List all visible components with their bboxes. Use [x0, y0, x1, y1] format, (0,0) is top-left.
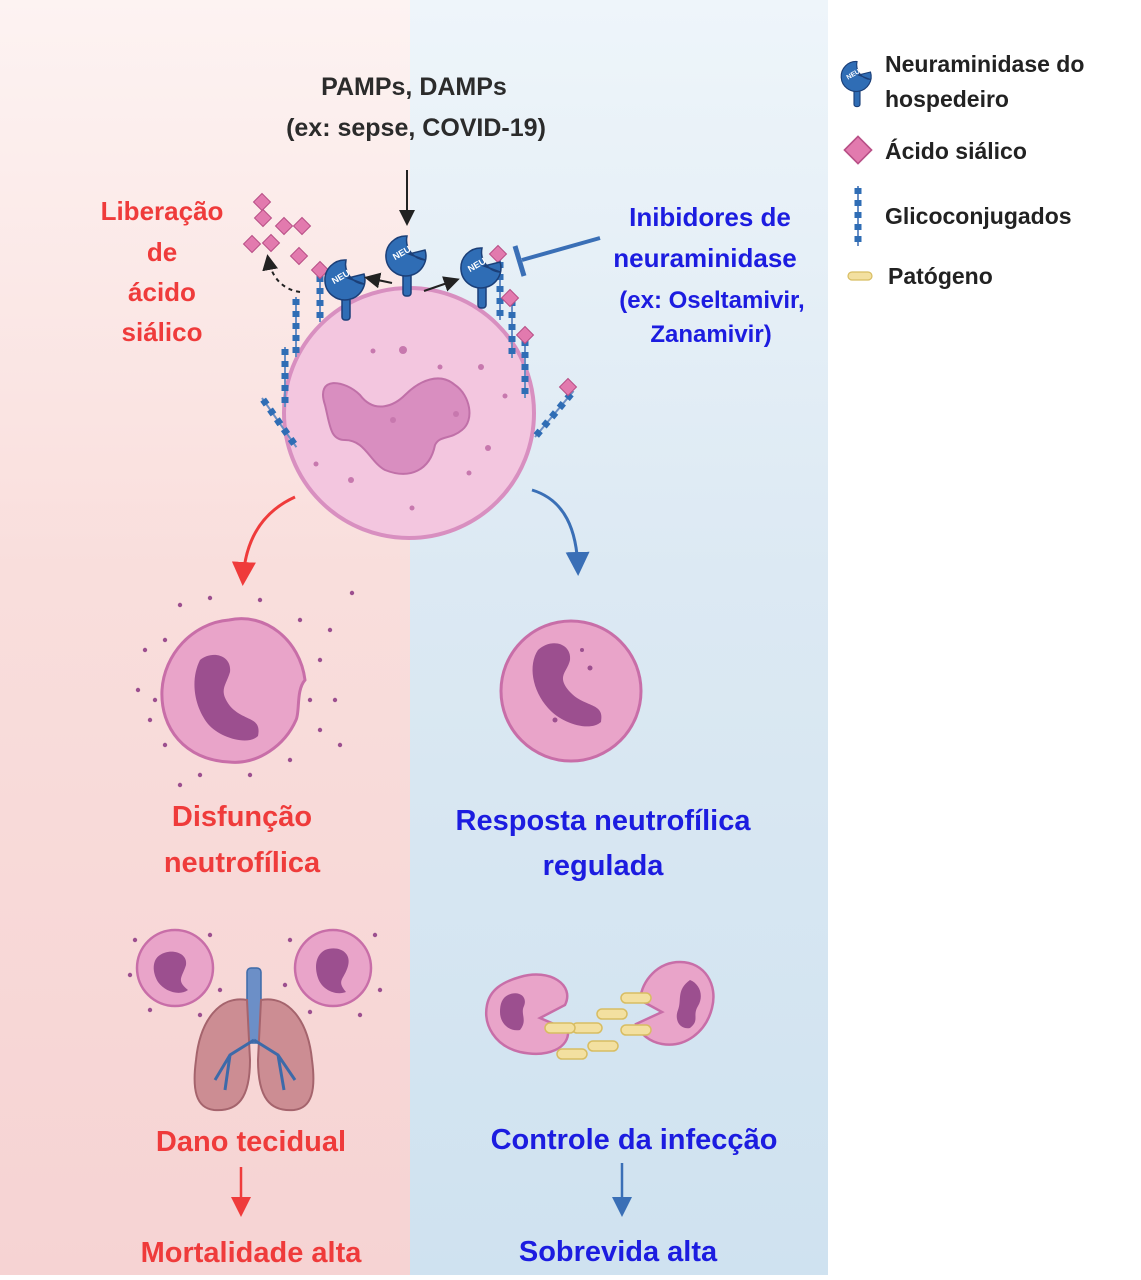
- sialic-acid-released: [290, 247, 308, 265]
- pathogen: [571, 1022, 603, 1034]
- inhibitors-line-4: Zanamivir): [650, 321, 771, 348]
- legend-neuraminidase-line-1: Neuraminidase do: [885, 51, 1084, 77]
- glycoconjugate: [507, 297, 517, 359]
- release-line-1: Liberação: [101, 196, 224, 226]
- legend: NEU Neuraminidase do hospedeiro Ácido si…: [840, 51, 1084, 289]
- inhibitors-line-2: neuraminidase: [613, 243, 797, 273]
- dysfunctional-neutrophil: [135, 590, 355, 788]
- neuraminidase-enzyme: NEU: [460, 247, 502, 309]
- dysfunction-label: Disfunção neutrofílica: [164, 801, 321, 879]
- regulated-line-2: regulada: [543, 850, 665, 882]
- sialic-acid-attached: [559, 378, 577, 396]
- glycoconjugate: [531, 387, 578, 441]
- sialic-acid-released: [254, 209, 272, 227]
- phagocytosing-neutrophil: [634, 960, 715, 1046]
- release-line-2: de: [147, 237, 177, 267]
- legend-neuraminidase-icon: NEU: [840, 60, 872, 108]
- sialic-acid-attached: [501, 289, 519, 307]
- sialic-acid-attached: [489, 245, 507, 263]
- pathogen: [620, 992, 652, 1004]
- regulated-response-label: Resposta neutrofílica regulada: [456, 805, 752, 882]
- sialic-acid-attached: [516, 326, 534, 344]
- inhibitors-line-3: (ex: Oseltamivir,: [619, 287, 804, 314]
- tissue-damage-label: Dano tecidual: [156, 1126, 346, 1158]
- phagocytosing-neutrophil: [485, 973, 570, 1055]
- glycoconjugate: [280, 346, 290, 408]
- inhibitors-label: Inibidores de neuraminidase (ex: Oseltam…: [613, 202, 804, 348]
- right-branch-arrow: [531, 488, 590, 576]
- neuraminidase-enzyme: NEU: [324, 259, 366, 321]
- sialic-acid-released: [243, 235, 261, 253]
- trigger-line-2: (ex: sepse, COVID-19): [286, 114, 546, 142]
- release-line-3: ácido: [128, 277, 196, 307]
- regulated-neutrophil: [499, 619, 643, 763]
- legend-glycoconjugates: Glicoconjugados: [885, 203, 1072, 229]
- sialic-acid-released: [293, 217, 311, 235]
- legend-pathogen-icon: [847, 271, 873, 281]
- left-branch-arrow: [231, 495, 296, 586]
- damaged-neutrophil: [127, 928, 223, 1018]
- top-neutrophil: [282, 286, 536, 540]
- high-survival-label: Sobrevida alta: [519, 1236, 718, 1268]
- damaged-neutrophil: [282, 928, 383, 1018]
- inhibitors-line-1: Inibidores de: [629, 202, 791, 232]
- pathogen: [596, 1008, 628, 1020]
- pathogen: [587, 1040, 619, 1052]
- release-label: Liberação de ácido siálico: [101, 196, 224, 347]
- activation-arrow: [364, 272, 393, 289]
- glycoconjugate: [520, 337, 530, 399]
- trigger-line-1: PAMPs, DAMPs: [321, 73, 507, 101]
- neuraminidase-enzyme: NEU: [385, 235, 427, 297]
- infection-control-label: Controle da infecção: [491, 1124, 778, 1156]
- lungs-icon: [193, 967, 315, 1112]
- sialic-acid-released: [275, 217, 293, 235]
- right-panel-background: [410, 0, 828, 1275]
- pathogen: [556, 1048, 588, 1060]
- legend-sialic-acid: Ácido siálico: [885, 137, 1027, 164]
- pathogen: [544, 1022, 576, 1034]
- inhibition-bar: [512, 236, 601, 277]
- release-line-4: siálico: [122, 317, 203, 347]
- glycoconjugate: [291, 296, 301, 358]
- regulated-line-1: Resposta neutrofílica: [456, 805, 752, 837]
- dysfunction-line-1: Disfunção: [172, 801, 312, 833]
- sialic-acid-released: [253, 193, 271, 211]
- legend-glycoconjugate-icon: [853, 185, 863, 247]
- sialic-acid-released: [262, 234, 280, 252]
- legend-neuraminidase-line-2: hospedeiro: [885, 86, 1009, 112]
- release-arrow: [262, 254, 301, 293]
- legend-pathogen: Patógeno: [888, 263, 993, 289]
- legend-sialic-acid-icon: [843, 135, 873, 165]
- activation-arrow: [423, 276, 460, 292]
- pathogen: [620, 1024, 652, 1036]
- dysfunction-line-2: neutrofílica: [164, 847, 321, 879]
- high-mortality-label: Mortalidade alta: [141, 1237, 363, 1269]
